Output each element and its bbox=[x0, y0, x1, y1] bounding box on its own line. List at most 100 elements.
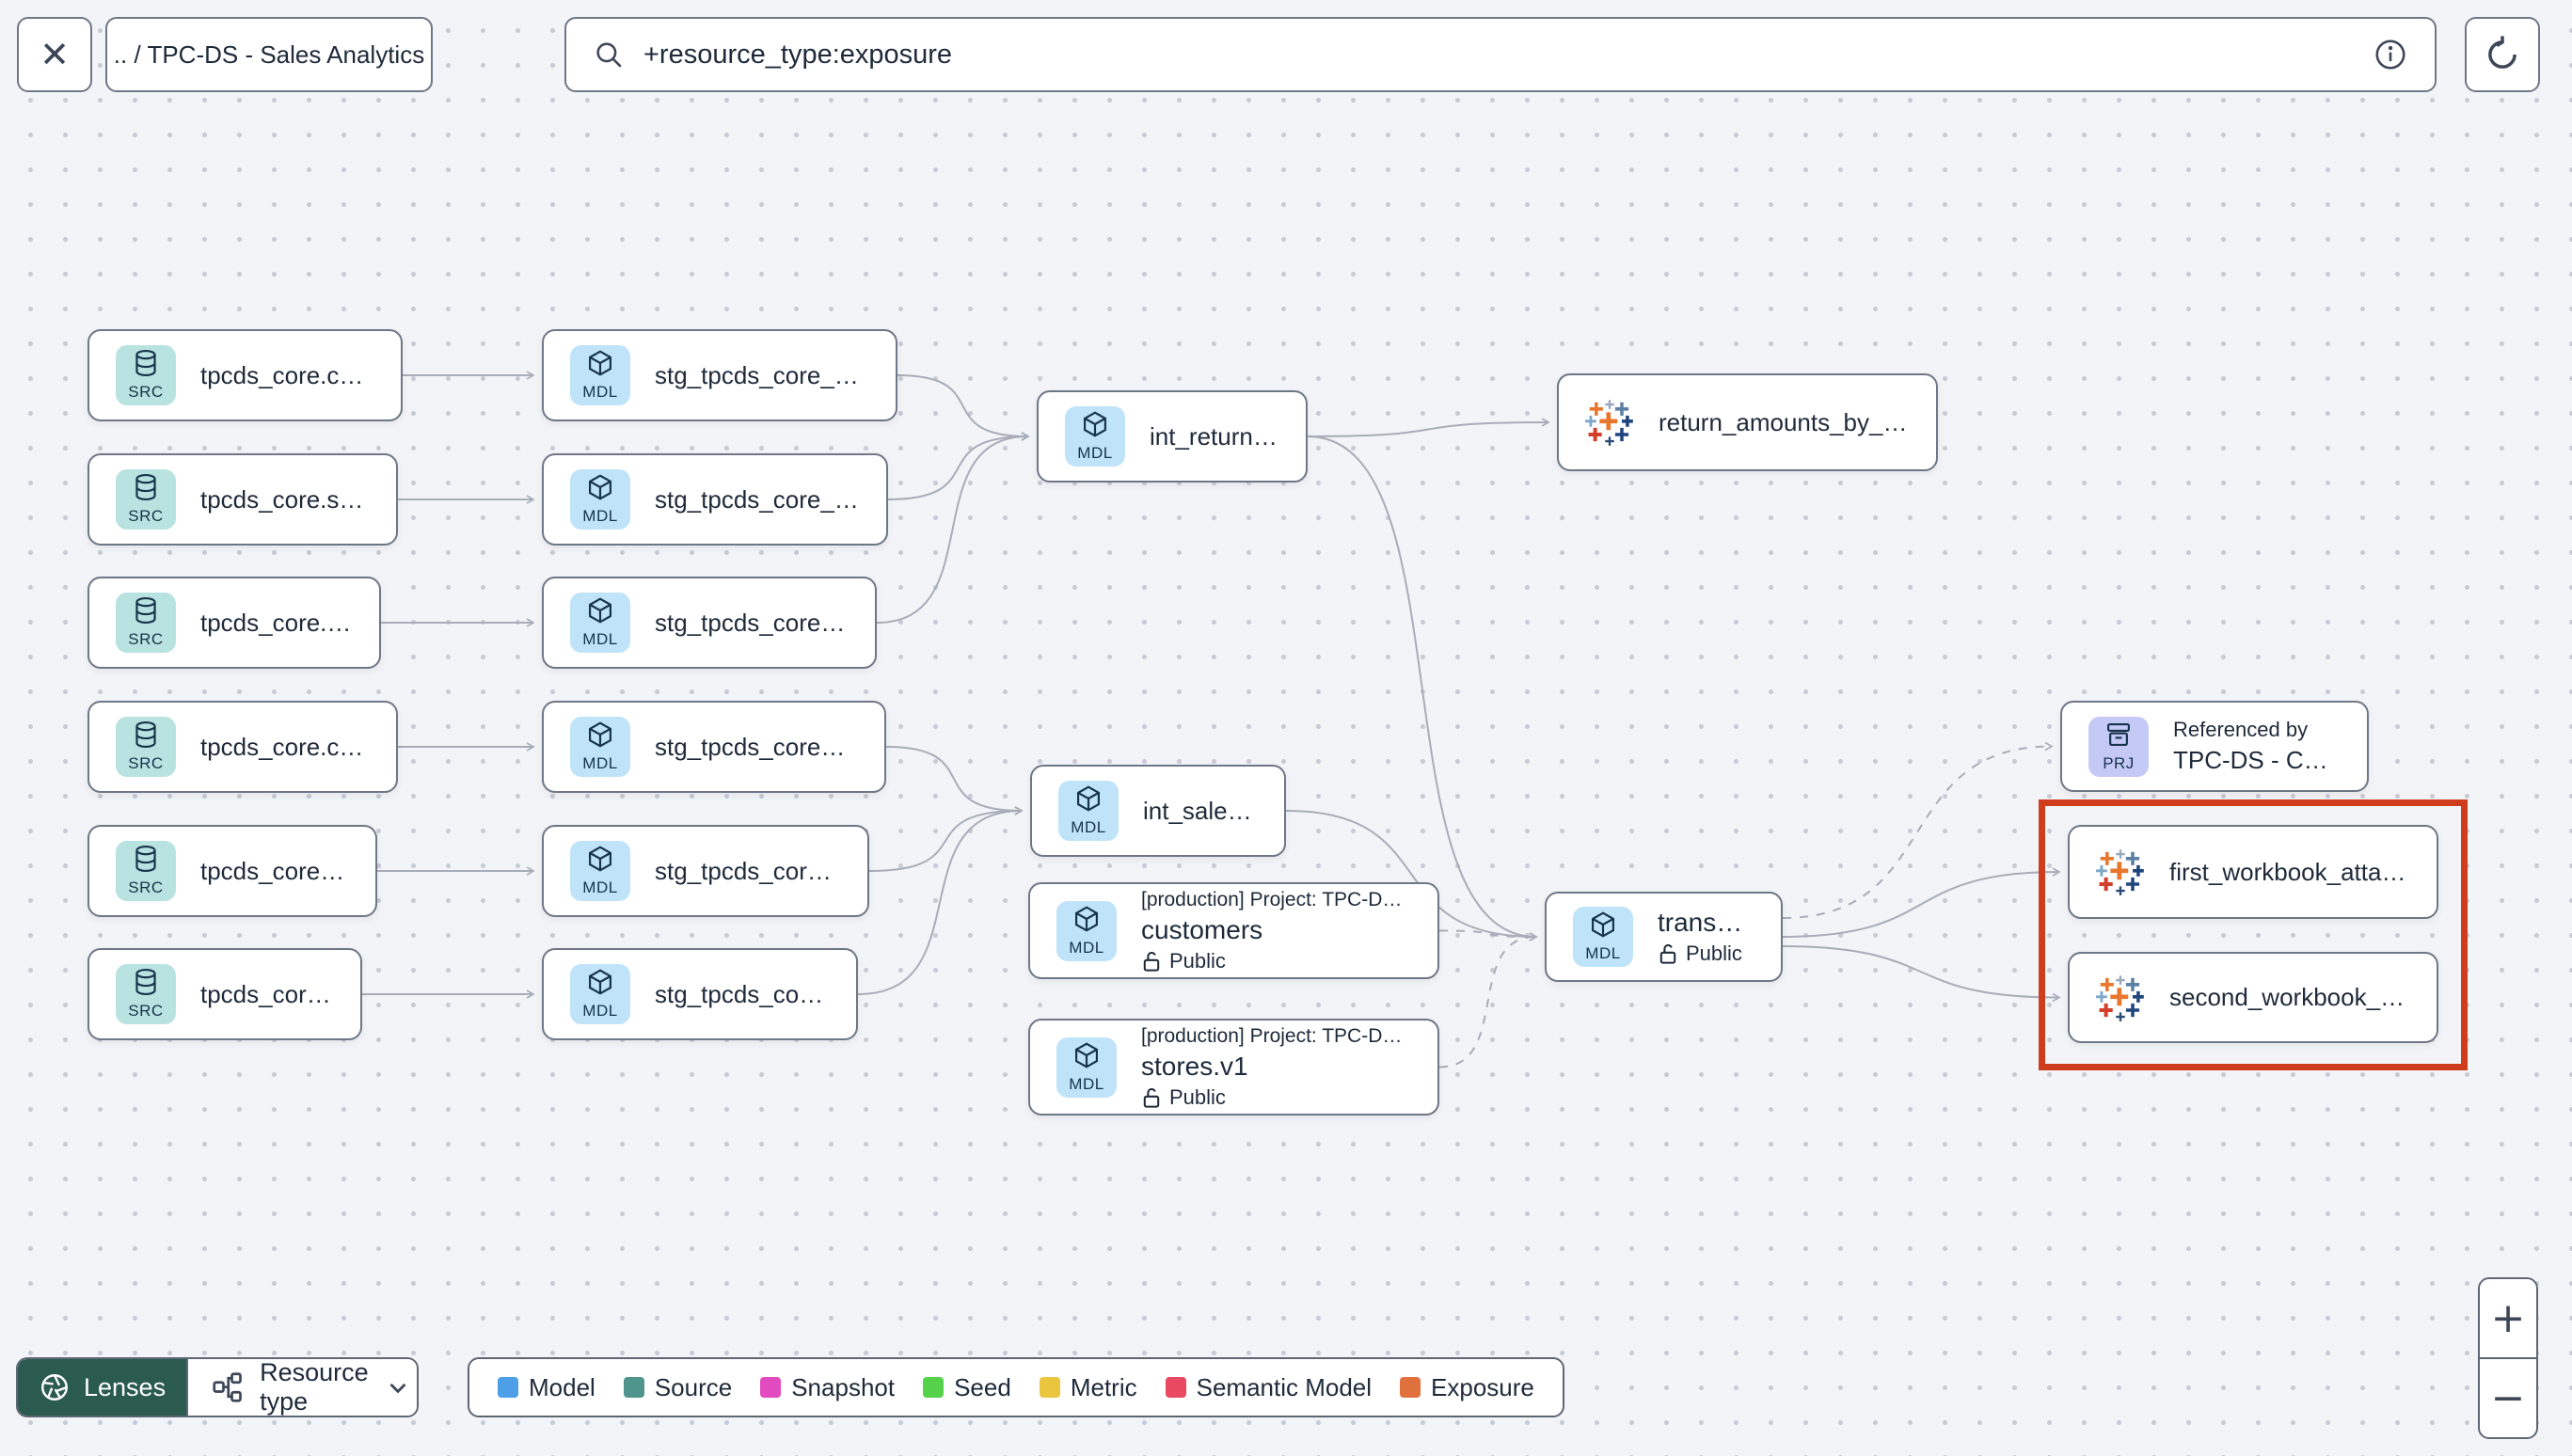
lens-aperture-icon bbox=[39, 1371, 71, 1403]
top-bar: ✕ .. / TPC-DS - Sales Analytics bbox=[0, 0, 2572, 113]
edge-stg-catalog-returns-to-int-returns-unioned bbox=[897, 374, 1030, 441]
breadcrumb[interactable]: .. / TPC-DS - Sales Analytics bbox=[105, 17, 433, 92]
legend-label: Seed bbox=[954, 1372, 1011, 1401]
node-transactions[interactable]: MDL transactionsPublic bbox=[1545, 892, 1783, 982]
badge-label: MDL bbox=[1585, 944, 1621, 962]
node-src-catalog-returns[interactable]: SRC tpcds_core.catalog_returns bbox=[87, 329, 403, 421]
lock-open-icon bbox=[1658, 942, 1678, 965]
node-label: stg_tpcds_core__web_returns bbox=[655, 608, 849, 637]
node-label: int_sales__unioned bbox=[1143, 796, 1258, 825]
node-stg-store-sales[interactable]: MDL stg_tpcds_core__store_sales bbox=[542, 825, 869, 917]
model-cube-icon bbox=[584, 968, 616, 1001]
tableau-icon bbox=[1585, 398, 1634, 447]
legend-item-model: Model bbox=[498, 1373, 595, 1402]
edge-customers-to-transactions bbox=[1438, 929, 1538, 942]
legend-swatch bbox=[1165, 1377, 1186, 1398]
node-stg-store-returns[interactable]: MDL stg_tpcds_core__store_returns bbox=[542, 453, 888, 546]
badge-label: SRC bbox=[128, 1002, 164, 1020]
node-label: tpcds_core.web_returns bbox=[200, 608, 353, 637]
tableau-icon bbox=[2096, 847, 2145, 896]
node-return-amounts[interactable]: return_amounts_by_transaction_type bbox=[1557, 373, 1938, 471]
badge-label: SRC bbox=[128, 754, 164, 772]
model-badge: MDL bbox=[570, 964, 630, 1024]
edge-stores-v1-to-transactions bbox=[1438, 932, 1538, 1068]
badge-label: SRC bbox=[128, 878, 164, 896]
legend-label: Source bbox=[654, 1372, 733, 1401]
node-label: stg_tpcds_core__store_sales bbox=[655, 856, 841, 885]
search-input[interactable] bbox=[643, 39, 2354, 71]
node-src-store-returns[interactable]: SRC tpcds_core.store_returns bbox=[87, 453, 398, 546]
edge-transactions-to-workbook-2 bbox=[1782, 945, 2061, 1003]
legend-label: Exposure bbox=[1431, 1372, 1534, 1401]
node-visibility: Public bbox=[1141, 949, 1411, 973]
refresh-button[interactable] bbox=[2465, 17, 2540, 92]
node-stg-web-returns[interactable]: MDL stg_tpcds_core__web_returns bbox=[542, 577, 877, 669]
node-label: stg_tpcds_core__web_sales bbox=[655, 979, 830, 1008]
project-archive-icon bbox=[2103, 720, 2135, 753]
node-stg-catalog-sales[interactable]: MDL stg_tpcds_core__catalog_sales bbox=[542, 701, 886, 793]
resource-type-label: Resource type bbox=[260, 1358, 369, 1416]
model-cube-icon bbox=[584, 349, 616, 382]
edge-stg-catalog-sales-to-int-sales-unioned bbox=[885, 746, 1024, 815]
node-text: tpcds_core.store_returns bbox=[200, 485, 370, 514]
model-badge: MDL bbox=[570, 841, 630, 901]
node-workbook-1[interactable]: first_workbook_attached_to_tpc-ds_-_… bbox=[2068, 825, 2438, 919]
badge-label: MDL bbox=[582, 630, 618, 648]
legend-swatch bbox=[623, 1377, 644, 1398]
node-text: stg_tpcds_core__catalog_sales bbox=[655, 733, 858, 762]
node-label: customers bbox=[1141, 914, 1263, 944]
resource-type-dropdown[interactable]: Resource type bbox=[186, 1358, 417, 1416]
legend-item-snapshot: Snapshot bbox=[760, 1373, 895, 1402]
badge-label: MDL bbox=[1069, 1074, 1104, 1093]
node-label: stg_tpcds_core__store_returns bbox=[655, 484, 860, 514]
node-text: [production] Project: TPC-DS - Core Data… bbox=[1141, 889, 1411, 973]
database-icon bbox=[130, 349, 162, 382]
close-button[interactable]: ✕ bbox=[17, 17, 92, 92]
lenses-button[interactable]: Lenses bbox=[18, 1359, 187, 1416]
model-cube-icon bbox=[584, 473, 616, 506]
model-badge: MDL bbox=[1058, 781, 1119, 841]
source-badge: SRC bbox=[116, 593, 176, 653]
badge-label: SRC bbox=[128, 383, 164, 401]
node-label: tpcds_core.store_sales bbox=[200, 856, 349, 885]
node-project-line: [production] Project: TPC-DS - Core Data… bbox=[1141, 888, 1411, 910]
search-icon bbox=[593, 39, 625, 71]
node-text: tpcds_core.web_returns bbox=[200, 609, 353, 638]
edge-stg-web-sales-to-int-sales-unioned bbox=[857, 806, 1024, 995]
lock-open-icon bbox=[1141, 950, 1162, 973]
node-src-store-sales[interactable]: SRC tpcds_core.store_sales bbox=[87, 825, 377, 917]
info-icon[interactable] bbox=[2373, 37, 2408, 72]
legend-label: Metric bbox=[1070, 1372, 1137, 1401]
node-int-sales-unioned[interactable]: MDL int_sales__unioned bbox=[1030, 765, 1286, 857]
node-stg-web-sales[interactable]: MDL stg_tpcds_core__web_sales bbox=[542, 948, 858, 1040]
node-label: tpcds_core.store_returns bbox=[200, 484, 370, 514]
node-text: transactionsPublic bbox=[1658, 908, 1754, 966]
model-badge: MDL bbox=[1065, 406, 1125, 467]
node-text: tpcds_core.catalog_returns bbox=[200, 361, 374, 390]
node-project-line: [production] Project: TPC-DS - Core Data… bbox=[1141, 1024, 1411, 1047]
badge-label: MDL bbox=[582, 754, 618, 772]
node-workbook-2[interactable]: second_workbook_connected_to_live… bbox=[2068, 952, 2438, 1043]
badge-label: MDL bbox=[1069, 938, 1104, 957]
model-badge: MDL bbox=[1573, 907, 1633, 967]
node-stores-v1[interactable]: MDL [production] Project: TPC-DS - Core D… bbox=[1028, 1019, 1439, 1116]
model-cube-icon bbox=[1079, 410, 1111, 443]
model-badge: MDL bbox=[570, 469, 630, 530]
node-text: tpcds_core.store_sales bbox=[200, 857, 349, 886]
zoom-in-button[interactable]: + bbox=[2480, 1279, 2536, 1359]
edge-transactions-to-referenced-by bbox=[1782, 741, 2054, 919]
zoom-out-button[interactable]: − bbox=[2480, 1359, 2536, 1437]
node-text: [production] Project: TPC-DS - Core Data… bbox=[1141, 1025, 1411, 1110]
badge-label: SRC bbox=[128, 507, 164, 525]
node-src-web-returns[interactable]: SRC tpcds_core.web_returns bbox=[87, 577, 381, 669]
node-customers[interactable]: MDL [production] Project: TPC-DS - Core D… bbox=[1028, 882, 1439, 979]
node-label: TPC-DS - Core Data Models bbox=[2173, 746, 2341, 774]
model-badge: MDL bbox=[570, 717, 630, 777]
